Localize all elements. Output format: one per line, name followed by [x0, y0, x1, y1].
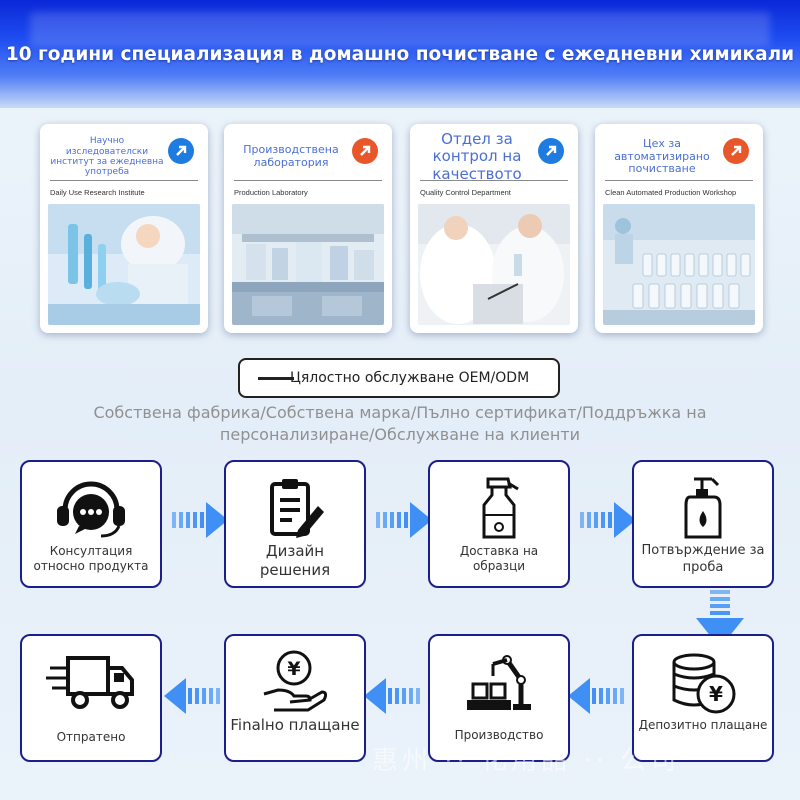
arrow-up-right-icon[interactable] — [723, 138, 749, 164]
divider — [605, 180, 753, 181]
divider — [50, 180, 198, 181]
step-label: Finalно плащане — [230, 716, 360, 734]
facility-name: Производствена лаборатория — [243, 143, 339, 169]
facility-english: Production Laboratory — [234, 188, 308, 197]
step-label: Консултация относно продукта — [33, 544, 149, 573]
step-label: Потвърждение за проба — [641, 543, 765, 575]
banner-ghost-text — [30, 12, 770, 46]
facility-card-quality-control[interactable]: Отдел за контрол на качеството Quality C… — [410, 124, 578, 333]
step-final-payment: ¥ Finalно плащане — [224, 634, 366, 762]
facility-name: Научно изследователски институт за ежедн… — [50, 136, 164, 178]
delivery-truck-icon — [22, 648, 160, 716]
step-sample-confirmation: Потвърждение за проба — [632, 460, 774, 588]
header-banner: 10 години специализация в домашно почист… — [0, 0, 800, 108]
arrow-left-icon — [364, 678, 420, 714]
arrow-down-icon — [696, 590, 744, 648]
facility-name: Цех за автоматизирано почистване — [614, 137, 710, 176]
hand-yen-coin-icon: ¥ — [226, 648, 364, 716]
step-label: Доставка на образци — [459, 544, 539, 573]
pump-bottle-icon — [634, 474, 772, 542]
laboratory-photo — [232, 204, 384, 325]
arrow-left-icon — [568, 678, 624, 714]
arrow-up-right-icon[interactable] — [538, 138, 564, 164]
facility-card-workshop[interactable]: Цех за автоматизирано почистване Clean A… — [595, 124, 763, 333]
step-label: Отпратено — [56, 730, 126, 744]
facility-english: Clean Automated Production Workshop — [605, 188, 737, 197]
workshop-photo — [603, 204, 755, 325]
coin-stack-yen-icon: ¥ — [634, 648, 772, 716]
headset-chat-icon — [22, 474, 160, 542]
facility-card-research[interactable]: Научно изследователски институт за ежедн… — [40, 124, 208, 333]
step-label: Дизайн решения — [259, 542, 331, 579]
step-label: Производство — [454, 728, 544, 742]
svg-text:¥: ¥ — [709, 682, 723, 706]
step-consultation: Консултация относно продукта — [20, 460, 162, 588]
arrow-up-right-icon[interactable] — [352, 138, 378, 164]
step-deposit-payment: ¥ Депозитно плащане — [632, 634, 774, 762]
step-shipped: Отпратено — [20, 634, 162, 762]
step-label: Депозитно плащане — [638, 718, 768, 732]
arrow-left-icon — [164, 678, 220, 714]
facility-name: Отдел за контрол на качеството — [432, 130, 522, 183]
arrow-right-icon — [376, 502, 432, 538]
step-sample-delivery: Доставка на образци — [428, 460, 570, 588]
arrow-right-icon — [580, 502, 636, 538]
lab-photo — [48, 204, 200, 325]
quality-control-photo — [418, 204, 570, 325]
oem-odm-label: Цялостно обслужване OEM/ODM — [290, 370, 530, 386]
oem-odm-pill: Цялостно обслужване OEM/ODM — [238, 358, 560, 398]
divider — [234, 180, 382, 181]
step-design: Дизайн решения — [224, 460, 366, 588]
service-subtitle: Собствена фабрика/Собствена марка/Пълно … — [93, 403, 707, 444]
pill-dash — [258, 377, 294, 380]
arrow-right-icon — [172, 502, 228, 538]
spray-bottle-icon — [430, 474, 568, 542]
facility-english: Quality Control Department — [420, 188, 511, 197]
clipboard-pen-icon — [226, 474, 364, 542]
divider — [420, 180, 568, 181]
arrow-up-right-icon[interactable] — [168, 138, 194, 164]
page-title: 10 години специализация в домашно почист… — [5, 44, 795, 65]
step-production: Производство — [428, 634, 570, 762]
facility-english: Daily Use Research Institute — [50, 188, 145, 197]
robot-arm-icon — [430, 648, 568, 716]
facility-card-production-lab[interactable]: Производствена лаборатория Production La… — [224, 124, 392, 333]
watermark: 惠州 ·· 化用品 ·· 公司 — [372, 746, 681, 776]
svg-text:¥: ¥ — [287, 658, 300, 680]
